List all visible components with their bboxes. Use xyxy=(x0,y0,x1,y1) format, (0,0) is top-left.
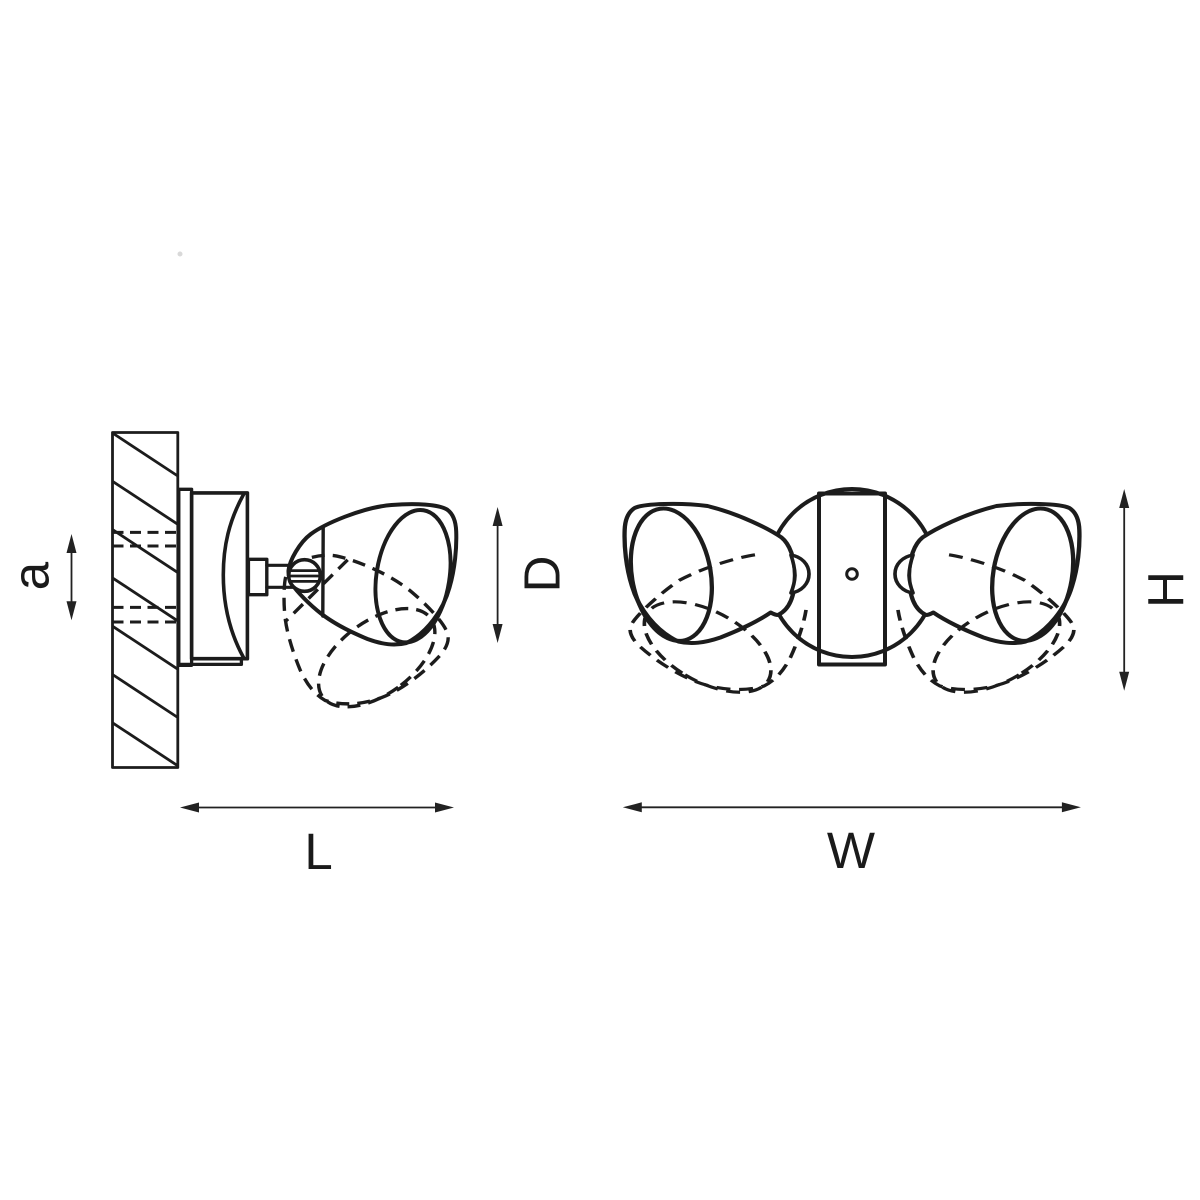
svg-text:a: a xyxy=(3,561,60,590)
svg-text:D: D xyxy=(514,556,571,593)
svg-text:H: H xyxy=(1138,571,1195,608)
svg-text:L: L xyxy=(304,823,332,880)
svg-text:W: W xyxy=(827,822,875,879)
